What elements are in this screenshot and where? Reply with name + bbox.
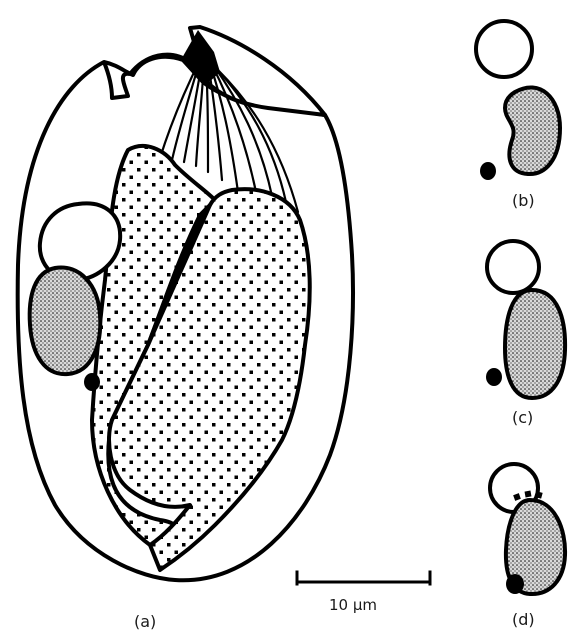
panel-label-b: (b) xyxy=(512,193,535,209)
panel-c-nucleus xyxy=(487,241,539,293)
panel-label-d: (d) xyxy=(512,612,535,628)
panel-b-stippled-body xyxy=(505,87,560,174)
dark-granule xyxy=(84,373,100,391)
stippled-body xyxy=(30,268,101,375)
panel-label-c: (c) xyxy=(512,410,533,426)
panel-b-nucleus xyxy=(476,21,532,77)
panel-b xyxy=(476,21,560,180)
panel-d xyxy=(490,464,565,594)
panel-label-a: (a) xyxy=(134,614,156,630)
panel-c xyxy=(486,241,565,398)
panel-b-granule xyxy=(480,162,496,180)
panel-c-granule xyxy=(486,368,502,386)
panel-a-cell xyxy=(18,27,353,580)
scale-bar xyxy=(297,572,430,584)
panel-c-stippled-body xyxy=(505,290,565,398)
scale-bar-label: 10 μm xyxy=(329,598,377,613)
panel-d-granule xyxy=(506,574,524,594)
